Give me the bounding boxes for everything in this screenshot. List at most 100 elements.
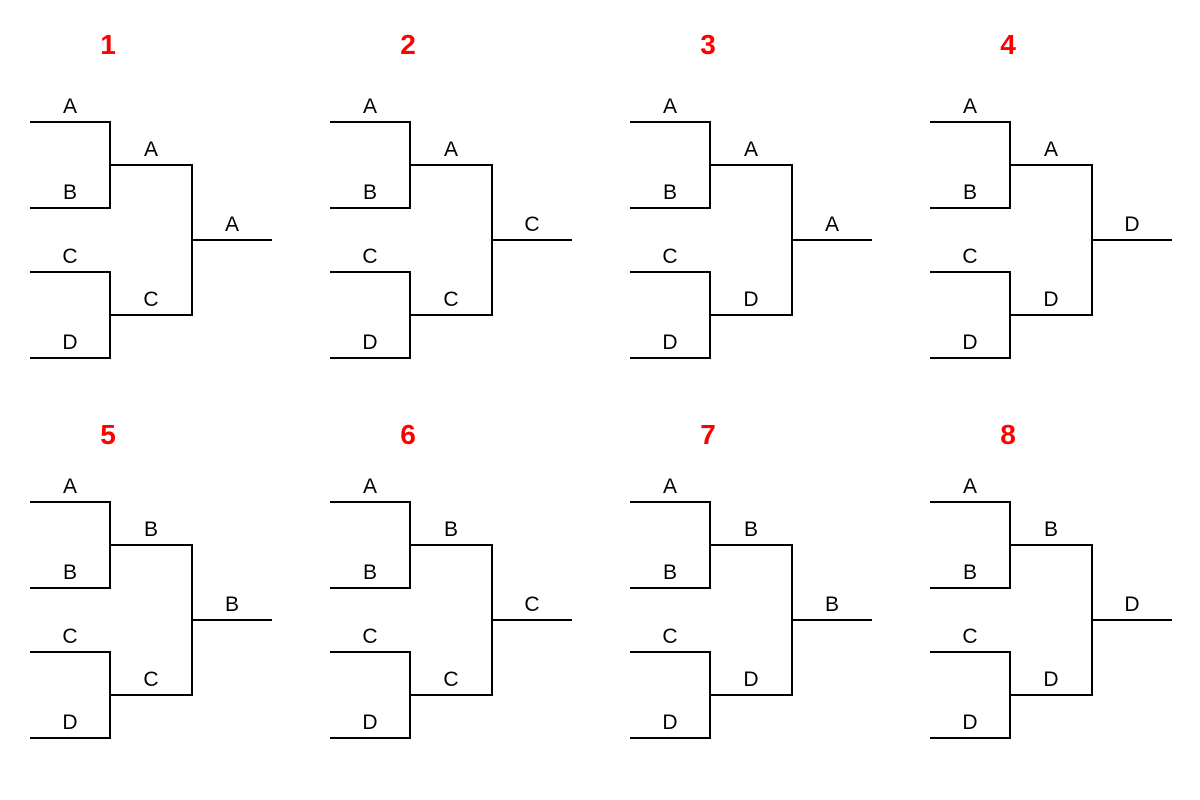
player1-label: A	[962, 475, 977, 498]
player4-label: D	[62, 331, 78, 354]
semifinal2-winner-label: D	[743, 288, 759, 311]
semifinal2-winner-line	[1009, 314, 1093, 316]
player2-label: B	[362, 561, 377, 584]
player3-label: C	[362, 625, 378, 648]
bracket-7: 7 A B C D B D B	[600, 380, 900, 760]
semifinal1-winner-label: A	[143, 138, 158, 161]
champion-line	[791, 619, 872, 621]
champion-label: A	[224, 213, 239, 236]
player1-line	[630, 121, 711, 123]
player3-line	[330, 271, 411, 273]
champion-label: B	[224, 593, 239, 616]
player2-line	[330, 207, 411, 209]
champion-line	[791, 239, 872, 241]
champion-line	[191, 619, 272, 621]
semifinal2-winner-label: C	[143, 668, 159, 691]
champion-label: D	[1124, 593, 1140, 616]
semifinal1-winner-line	[1009, 164, 1093, 166]
bracket-number: 6	[400, 419, 416, 450]
champion-label: A	[824, 213, 839, 236]
player2-label: B	[62, 181, 77, 204]
player4-line	[930, 737, 1011, 739]
player4-label: D	[662, 331, 678, 354]
bracket-number: 4	[1000, 29, 1016, 60]
player4-label: D	[962, 331, 978, 354]
player3-line	[30, 651, 111, 653]
champion-line	[191, 239, 272, 241]
bracket-4: 4 A B C D A D D	[900, 0, 1200, 380]
player1-label: A	[662, 475, 677, 498]
champion-label: D	[1124, 213, 1140, 236]
semifinal2-winner-label: D	[1043, 668, 1059, 691]
player2-label: B	[62, 561, 77, 584]
player2-label: B	[362, 181, 377, 204]
player3-label: C	[662, 245, 678, 268]
player1-line	[630, 501, 711, 503]
player2-label: B	[962, 181, 977, 204]
champion-line	[1091, 239, 1172, 241]
player3-line	[630, 651, 711, 653]
champion-label: C	[524, 593, 540, 616]
champion-line	[491, 239, 572, 241]
player3-line	[630, 271, 711, 273]
semifinal1-winner-label: A	[443, 138, 458, 161]
player3-label: C	[62, 625, 78, 648]
semifinal1-winner-label: B	[443, 518, 458, 541]
semifinal2-winner-label: C	[143, 288, 159, 311]
player4-line	[930, 357, 1011, 359]
bracket-number: 2	[400, 29, 416, 60]
champion-label: B	[824, 593, 839, 616]
semifinal2-winner-label: D	[743, 668, 759, 691]
bracket-2: 2 A B C D A C C	[300, 0, 600, 380]
player3-label: C	[962, 625, 978, 648]
semifinal1-winner-line	[409, 164, 493, 166]
semifinal1-winner-line	[709, 544, 793, 546]
champion-line	[491, 619, 572, 621]
semifinal1-winner-line	[409, 544, 493, 546]
player4-line	[330, 737, 411, 739]
semifinal2-winner-label: C	[443, 288, 459, 311]
player2-line	[330, 587, 411, 589]
player3-label: C	[962, 245, 978, 268]
player2-line	[30, 207, 111, 209]
bracket-number: 3	[700, 29, 716, 60]
player2-label: B	[662, 181, 677, 204]
semifinal1-winner-line	[109, 544, 193, 546]
semifinal2-winner-line	[409, 694, 493, 696]
player4-label: D	[962, 711, 978, 734]
player1-line	[30, 501, 111, 503]
player3-line	[330, 651, 411, 653]
semifinal2-winner-label: C	[443, 668, 459, 691]
bracket-6: 6 A B C D B C C	[300, 380, 600, 760]
semifinal2-winner-line	[109, 694, 193, 696]
semifinal1-winner-line	[109, 164, 193, 166]
bracket-1: 1 A B C D A C A	[0, 0, 300, 380]
semifinal2-winner-line	[709, 694, 793, 696]
player2-label: B	[662, 561, 677, 584]
player4-label: D	[62, 711, 78, 734]
semifinal1-winner-label: A	[1043, 138, 1058, 161]
semifinal2-winner-line	[1009, 694, 1093, 696]
semifinal1-winner-label: A	[743, 138, 758, 161]
semifinal1-winner-line	[709, 164, 793, 166]
semifinal2-winner-line	[409, 314, 493, 316]
player2-line	[30, 587, 111, 589]
semifinal1-winner-label: B	[1043, 518, 1058, 541]
player4-label: D	[662, 711, 678, 734]
semifinal2-winner-line	[109, 314, 193, 316]
bracket-8: 8 A B C D B D D	[900, 380, 1200, 760]
player3-label: C	[662, 625, 678, 648]
player3-line	[930, 271, 1011, 273]
player1-label: A	[62, 95, 77, 118]
bracket-number: 1	[100, 29, 116, 60]
player2-line	[630, 207, 711, 209]
player2-line	[930, 207, 1011, 209]
bracket-3: 3 A B C D A D A	[600, 0, 900, 380]
player4-line	[630, 357, 711, 359]
player4-label: D	[362, 711, 378, 734]
player1-line	[30, 121, 111, 123]
champion-label: C	[524, 213, 540, 236]
champion-line	[1091, 619, 1172, 621]
player4-line	[630, 737, 711, 739]
